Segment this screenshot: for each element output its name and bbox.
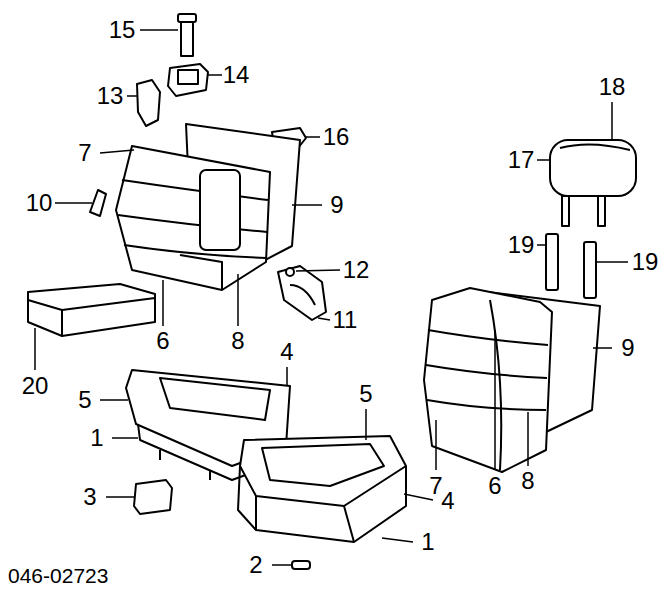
callout-number: 15 bbox=[109, 18, 136, 42]
callout-number: 14 bbox=[223, 63, 250, 87]
callout-number: 3 bbox=[83, 485, 96, 509]
callout-number: 7 bbox=[78, 141, 91, 165]
callout-number: 19 bbox=[632, 250, 659, 274]
callout-number: 19 bbox=[508, 233, 535, 257]
callout-number: 7 bbox=[429, 474, 442, 498]
callout-number: 17 bbox=[508, 148, 535, 172]
callout-number: 4 bbox=[441, 489, 454, 513]
callout-number: 8 bbox=[521, 469, 534, 493]
callout-number: 13 bbox=[97, 84, 124, 108]
drawing-number: 046-02723 bbox=[8, 565, 108, 586]
callout-number: 1 bbox=[90, 426, 103, 450]
callout-number: 2 bbox=[249, 553, 262, 577]
callout-number: 5 bbox=[78, 388, 91, 412]
callout-number: 6 bbox=[488, 474, 501, 498]
callout-number: 16 bbox=[323, 125, 350, 149]
callout-number: 11 bbox=[333, 308, 358, 332]
callout-number: 20 bbox=[22, 374, 49, 398]
callout-number: 18 bbox=[599, 75, 626, 99]
callout-number: 4 bbox=[280, 340, 293, 364]
callout-number: 9 bbox=[621, 336, 634, 360]
callout-number: 10 bbox=[26, 191, 53, 215]
callout-number: 12 bbox=[343, 258, 370, 282]
callout-number: 6 bbox=[156, 329, 169, 353]
callout-number: 1 bbox=[421, 530, 434, 554]
callout-number: 9 bbox=[330, 193, 343, 217]
callout-number: 8 bbox=[231, 329, 244, 353]
callout-number: 5 bbox=[359, 382, 372, 406]
